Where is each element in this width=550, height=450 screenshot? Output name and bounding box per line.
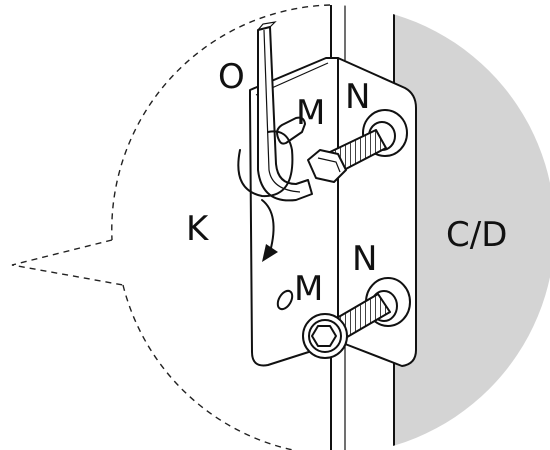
label-k: K	[186, 209, 210, 249]
label-c-d: C/D	[446, 215, 507, 255]
label-m-top: M	[296, 93, 325, 133]
label-n-top: N	[345, 77, 370, 117]
bottom-bolt	[302, 277, 411, 359]
rotation-arrow-icon	[237, 130, 294, 262]
label-m-bottom: M	[294, 269, 323, 309]
label-o: O	[218, 57, 245, 97]
top-bolt	[307, 109, 408, 183]
hex-key-icon	[257, 21, 313, 202]
mounting-hole	[276, 289, 294, 311]
label-n-bottom: N	[352, 239, 377, 279]
mounting-slot	[276, 116, 306, 145]
